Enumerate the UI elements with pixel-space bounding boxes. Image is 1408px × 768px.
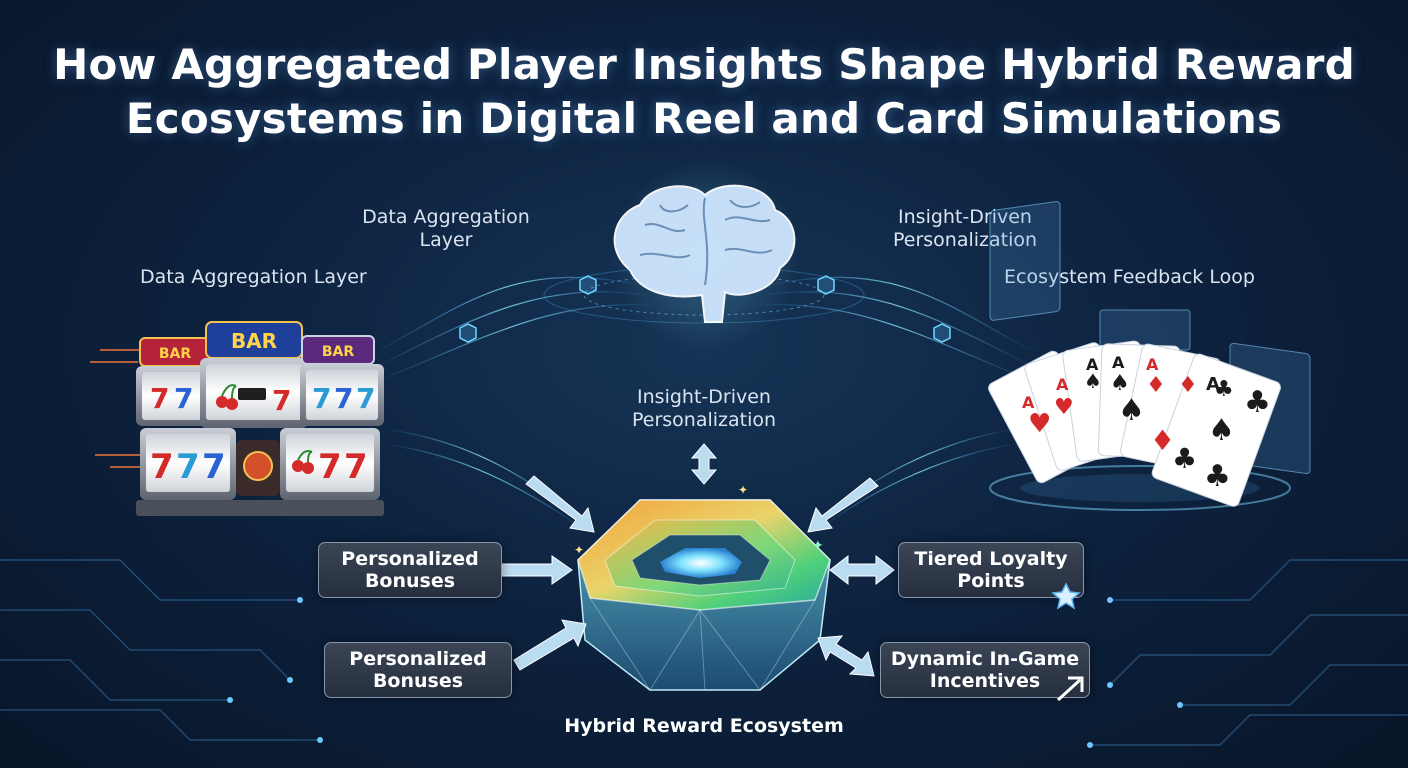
arrow-incentives-icon (817, 635, 875, 677)
updown-arrow-icon (690, 443, 718, 485)
box-line: Incentives (929, 670, 1041, 692)
bar-text: BAR (159, 346, 192, 362)
heart-symbol: ♥ (1028, 409, 1051, 439)
box-line: Tiered Loyalty (914, 548, 1068, 570)
box-personalized-bonuses-1: Personalized Bonuses (318, 542, 502, 598)
club-symbol: ♣ (1214, 377, 1234, 402)
box-tiered-loyalty: Tiered Loyalty Points (898, 542, 1084, 598)
seven-symbol: 7 (318, 447, 342, 487)
ace-label: A (1086, 355, 1099, 374)
bar-text: BAR (231, 329, 277, 353)
diamond-symbol: ♦ (1178, 373, 1198, 398)
arrow-bonus2-icon (513, 619, 587, 671)
spade-symbol: ♠ (1110, 371, 1130, 396)
label-line: Personalization (631, 409, 777, 431)
svg-text:✦: ✦ (812, 538, 824, 554)
club-symbol: ♣ (1244, 385, 1271, 420)
spade-symbol: ♠ (1208, 413, 1235, 448)
ace-label: A (1112, 353, 1125, 372)
club-symbol: ♣ (1204, 459, 1231, 494)
club-symbol: ♣ (1172, 442, 1197, 475)
spade-symbol: ♠ (1118, 393, 1145, 428)
label-insight-personalization-top: Insight-Driven Personalization (860, 206, 1070, 252)
label-hybrid-ecosystem: Hybrid Reward Ecosystem (564, 715, 844, 737)
box-dynamic-incentives: Dynamic In-Game Incentives (880, 642, 1090, 698)
arrow-slots-to-gem-icon (525, 475, 595, 533)
bar-text: BAR (322, 344, 355, 360)
ace-label: A (1146, 355, 1159, 374)
spade-symbol: ♠ (1084, 369, 1102, 393)
label-insight-personalization-center: Insight-Driven Personalization (604, 386, 804, 432)
page-title: How Aggregated Player Insights Shape Hyb… (0, 38, 1408, 146)
seven-symbol: 7 (312, 382, 331, 415)
title-line-2: Ecosystems in Digital Reel and Card Simu… (125, 94, 1283, 143)
trend-arrow-icon (1056, 676, 1084, 702)
svg-text:✦: ✦ (738, 483, 748, 497)
label-line: Insight-Driven (898, 206, 1032, 228)
arrow-cards-to-gem-icon (807, 477, 879, 533)
box-line: Bonuses (372, 670, 464, 692)
seven-symbol: 7 (344, 447, 368, 487)
label-data-aggregation-left: Data Aggregation Layer (140, 266, 367, 288)
label-line: Data Aggregation (362, 206, 530, 228)
ace-label: A (1206, 374, 1220, 395)
label-data-aggregation-center: Data Aggregation Layer (346, 206, 546, 252)
seven-symbol: 7 (150, 382, 169, 415)
seven-symbol: 7 (272, 384, 291, 417)
label-line: Layer (419, 229, 473, 251)
box-line: Dynamic In-Game (890, 648, 1080, 670)
arrow-loyalty-icon (829, 554, 895, 586)
seven-symbol: 7 (202, 447, 226, 487)
label-line: Insight-Driven (637, 386, 771, 408)
seven-symbol: 7 (176, 447, 200, 487)
box-line: Personalized (349, 648, 487, 670)
ace-label: A (1022, 393, 1035, 412)
diamond-symbol: ♦ (1146, 373, 1166, 398)
box-line: Points (957, 570, 1025, 592)
seven-symbol: 7 (334, 382, 353, 415)
diamond-symbol: ♦ (1150, 424, 1175, 457)
box-line: Personalized (341, 548, 479, 570)
box-personalized-bonuses-2: Personalized Bonuses (324, 642, 512, 698)
star-icon (1051, 582, 1081, 610)
svg-text:✦: ✦ (574, 543, 584, 557)
seven-symbol: 7 (150, 447, 174, 487)
heart-symbol: ♥ (1054, 395, 1074, 420)
ace-label: A (1056, 375, 1069, 394)
arrow-bonus1-icon (501, 555, 573, 585)
seven-symbol: 7 (174, 382, 193, 415)
box-line: Bonuses (364, 570, 456, 592)
seven-symbol: 7 (356, 382, 375, 415)
label-line: Personalization (892, 229, 1038, 251)
title-line-1: How Aggregated Player Insights Shape Hyb… (53, 40, 1355, 89)
cherry-icon (216, 384, 238, 410)
label-ecosystem-feedback: Ecosystem Feedback Loop (1004, 266, 1255, 288)
cherry-icon (292, 450, 314, 474)
